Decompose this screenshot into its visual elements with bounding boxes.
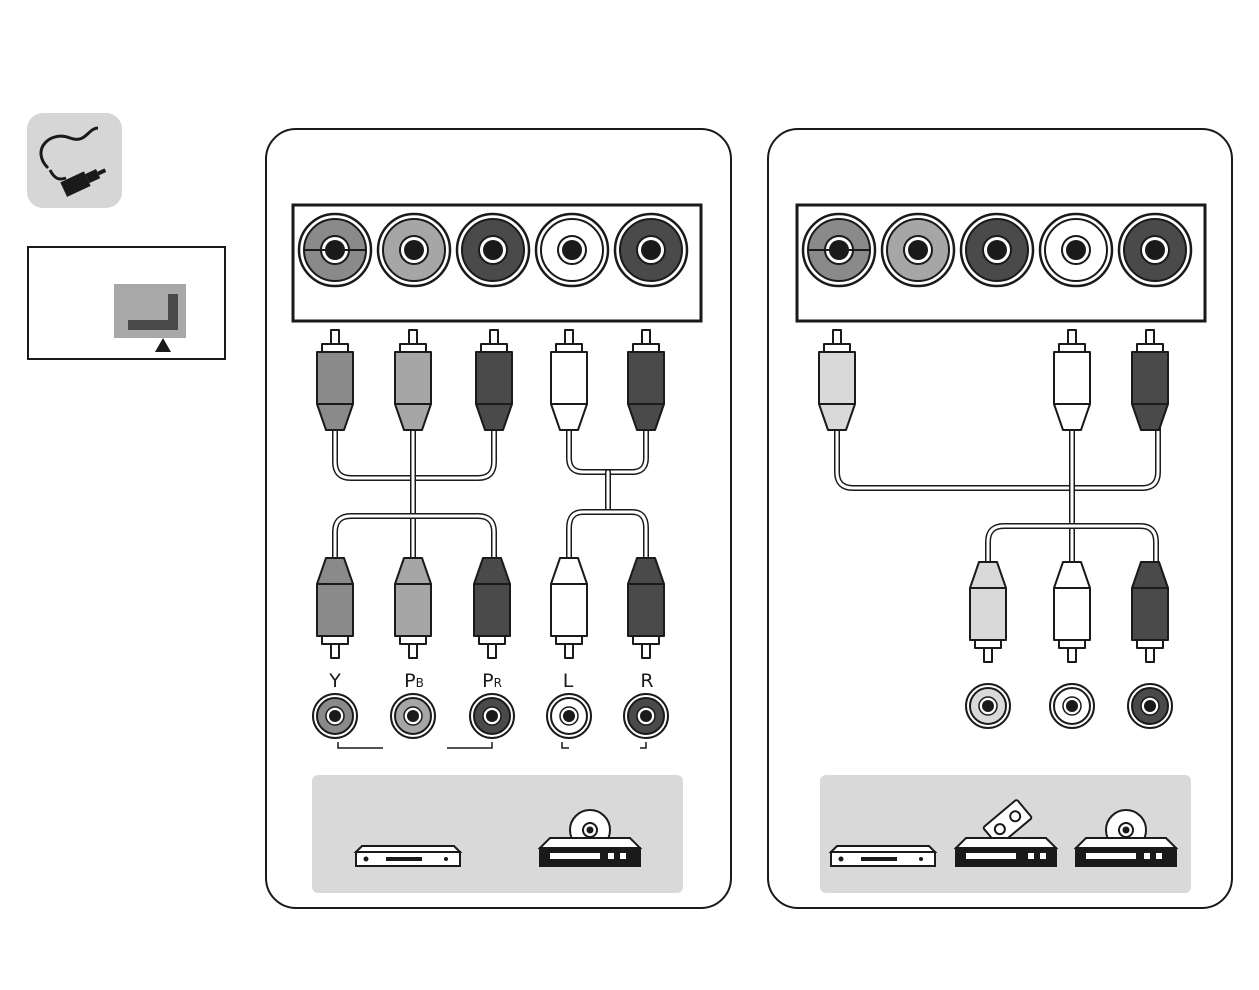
tv-jack — [378, 214, 450, 286]
tv-jacks-right — [803, 214, 1191, 286]
rca-plug — [1132, 330, 1168, 430]
source-jack — [1128, 684, 1172, 728]
rca-plug — [628, 558, 664, 658]
label-pr: PR — [482, 670, 502, 692]
rca-plug — [395, 558, 431, 658]
dvd-player-icon — [356, 846, 460, 866]
label-r: R — [640, 670, 653, 692]
tv-jack — [299, 214, 371, 286]
source-jack — [391, 694, 435, 738]
cable-icon — [27, 113, 122, 208]
rca-plug — [1054, 330, 1090, 430]
label-pb: PB — [404, 670, 424, 692]
tv-jack — [536, 214, 608, 286]
input-selector-icon — [28, 247, 225, 359]
tv-jack — [1119, 214, 1191, 286]
source-jack — [547, 694, 591, 738]
label-y: Y — [329, 670, 341, 692]
device-tray-left — [312, 775, 683, 893]
tv-jack — [1040, 214, 1112, 286]
rca-plug — [395, 330, 431, 430]
source-jack — [624, 694, 668, 738]
rca-plug — [474, 558, 510, 658]
source-jack — [470, 694, 514, 738]
dvd-player-icon — [831, 846, 935, 866]
tv-jack — [882, 214, 954, 286]
rca-plug — [628, 330, 664, 430]
rca-plug — [970, 562, 1006, 662]
rca-plug — [551, 330, 587, 430]
source-jack — [966, 684, 1010, 728]
label-l: L — [563, 670, 574, 692]
source-jack — [313, 694, 357, 738]
rca-plug — [551, 558, 587, 658]
tv-jack — [961, 214, 1033, 286]
tv-jack — [457, 214, 529, 286]
rca-plug — [317, 330, 353, 430]
rca-plug — [317, 558, 353, 658]
tv-jack — [803, 214, 875, 286]
rca-plug — [1132, 562, 1168, 662]
rca-plug — [1054, 562, 1090, 662]
source-jack — [1050, 684, 1094, 728]
rca-plug — [476, 330, 512, 430]
rca-plug — [819, 330, 855, 430]
tv-jacks-left — [299, 214, 687, 286]
tv-jack — [615, 214, 687, 286]
